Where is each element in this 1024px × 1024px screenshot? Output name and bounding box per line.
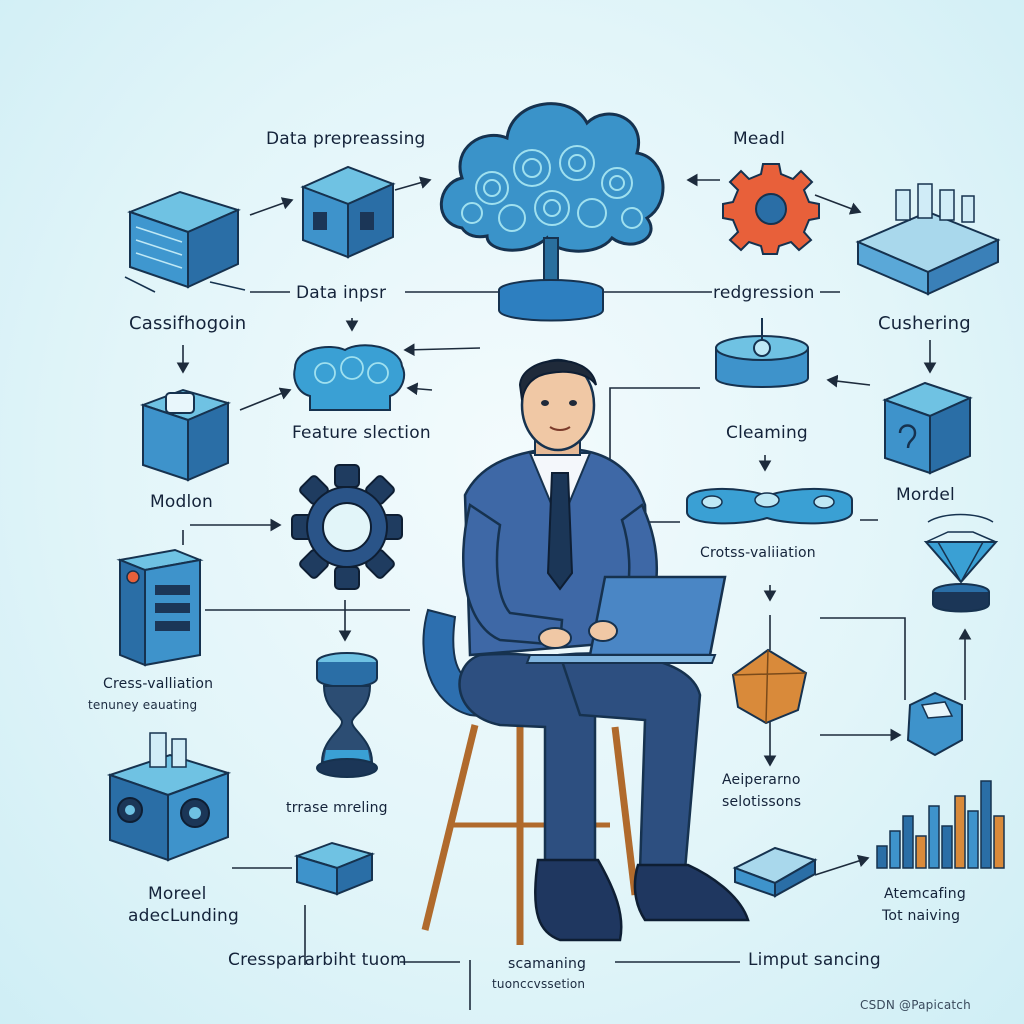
arrow-15 [826,374,871,388]
arrow-2 [394,176,432,191]
label-hyperparam-2: selotissons [722,794,802,810]
label-feature-selection: Feature slection [292,423,431,443]
label-tenuney-evaluating: tenuney eauating [88,698,198,712]
gem-bowl-icon [923,513,999,613]
label-model-top: Meadl [733,129,786,149]
console-machine-icon [106,732,232,862]
label-more-2: adecLunding [128,906,240,926]
line-24 [820,617,906,700]
arrow-1 [249,197,294,216]
bell-jar-icon [316,652,378,778]
label-data-inspect: Data inpsr [296,283,387,303]
device-panel-icon [116,548,204,667]
label-mordel: Mordel [896,485,955,505]
arrow-13 [406,382,433,396]
label-cross-validation-left: Cress-valliation [103,676,214,692]
label-trase-meling: trrase mreling [286,800,388,816]
label-hyperparam-1: Aeiperarno [722,772,801,788]
arrow-12 [239,387,292,411]
label-regression: redgression [713,283,815,303]
label-scaming-1: scamaning [508,956,587,972]
tree-cloud-icon [439,102,665,322]
bar-city-icon [876,780,1005,869]
label-clustering: Cushering [878,313,971,334]
arrow-4 [814,194,862,215]
watermark: CSDN @Papicatch [860,998,971,1012]
label-scaming-2: tuonccvssetion [492,977,586,991]
arrow-28 [814,854,870,876]
gear-icon [722,163,820,255]
label-attending-1: Atemcafing [884,886,966,902]
blue-cube-icon [140,388,231,482]
amber-prism-icon [731,648,808,725]
crystal-icon [906,691,963,757]
tablet-stand-icon [715,318,809,388]
sketch-box-icon [732,846,818,898]
circuit-chip-icon [855,183,1001,296]
label-modlon: Modlon [150,492,213,512]
label-limput-sancing: Limput sancing [748,950,881,970]
server-cube-icon [124,190,246,293]
label-cleaning: Cleaming [726,423,808,443]
split-bar-icon [686,487,853,525]
person-with-laptop [421,358,750,945]
question-box-icon [882,381,973,475]
puzzle-map-icon [293,344,406,411]
label-cross-validation-right: Crotss-valiiation [700,545,816,561]
data-cube-icon [300,165,396,259]
label-attending-2: Tot naiving [882,908,961,924]
label-classification: Cassifhogoin [129,313,247,334]
small-box-icon [293,841,376,896]
label-data-preprocessing: Data prepreassing [266,129,426,149]
label-more-1: Moreel [148,884,207,904]
label-crossparabiht: Cresspararbiht tuom [228,950,407,970]
ring-gear-icon [291,464,403,590]
arrow-11 [403,343,481,357]
